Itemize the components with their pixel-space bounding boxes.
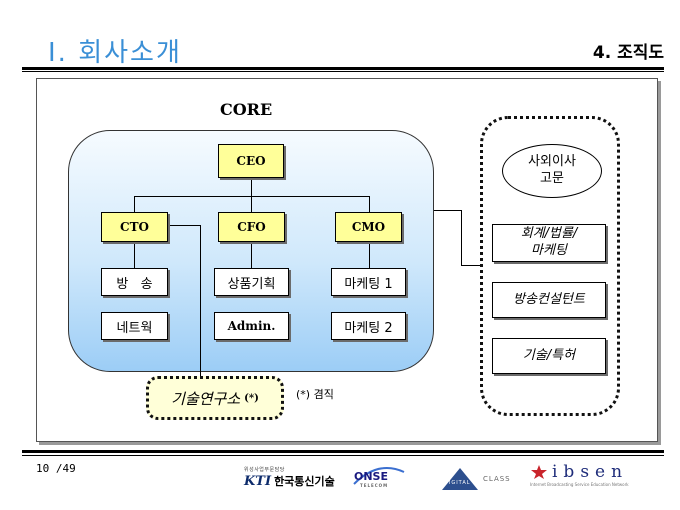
connector-cto-lab-v	[200, 225, 201, 376]
kti-tagline: 위성사업부문담당	[244, 467, 285, 473]
advisor-label: 고문	[540, 171, 564, 186]
cmo-box: CMO	[335, 212, 402, 242]
onse-logo: ONSE TELECOM	[353, 467, 405, 488]
team-product-planning-box: 상품기획	[214, 268, 289, 296]
ibsen-sub: Internet Broadcasting Service Education …	[530, 482, 629, 487]
team-marketing-2-box: 마케팅 2	[331, 312, 406, 340]
footer-rule-thick	[22, 450, 664, 453]
broadcast-consultant-box: 방송컨설턴트	[492, 282, 606, 318]
ibsen-logo-main-row: ibsen	[530, 462, 628, 482]
cfo-box: CFO	[218, 212, 285, 242]
connector-cto-lab-h	[168, 225, 200, 226]
connector-exec-bus	[134, 196, 370, 197]
research-lab-box: 기술연구소 (*)	[146, 376, 284, 420]
kti-logo-main: KTI 한국통신기술	[244, 473, 335, 489]
outside-director-ellipse: 사외이사 고문	[502, 144, 602, 198]
outside-director-label: 사외이사	[528, 154, 576, 170]
tech-patent-box: 기술/특허	[492, 338, 606, 374]
digital-triangle-icon	[442, 468, 478, 490]
connector-core-advisors-h2	[461, 265, 481, 266]
onse-swoosh-icon	[353, 467, 405, 485]
team-marketing-1-box: 마케팅 1	[331, 268, 406, 296]
ibsen-name: ibsen	[552, 462, 629, 482]
marketing-advisor-label: 마케팅	[531, 243, 567, 258]
digital-class-logo: DIGITAL CLASS	[440, 466, 511, 492]
ibsen-logo: ibsen Internet Broadcasting Service Educ…	[530, 462, 629, 487]
section-label: 4. 조직도	[592, 43, 664, 63]
kti-mark: KTI	[244, 473, 272, 489]
advisors-panel	[480, 116, 620, 416]
connector-cfo-teams	[251, 242, 252, 268]
connector-to-cto	[134, 196, 135, 212]
accounting-legal-label: 회계/법률/	[520, 226, 578, 242]
slide-title: Ⅰ. 회사소개	[48, 38, 182, 68]
connector-cmo-teams	[369, 242, 370, 268]
accounting-legal-box: 회계/법률/ 마케팅	[492, 224, 606, 262]
research-lab-label: 기술연구소	[171, 389, 241, 408]
header-rule-thick	[22, 67, 664, 70]
connector-to-cmo	[369, 196, 370, 212]
kti-name: 한국통신기술	[274, 475, 335, 488]
team-broadcast-box: 방 송	[101, 268, 168, 296]
ibsen-star-icon	[531, 465, 547, 479]
connector-core-advisors-h1	[434, 210, 462, 211]
ceo-box: CEO	[218, 144, 284, 178]
page-number: 10 /49	[36, 462, 76, 475]
digital-right-label: CLASS	[483, 475, 511, 483]
onse-sub: TELECOM	[360, 483, 389, 488]
onse-name: ONSE	[354, 470, 388, 483]
connector-core-advisors-v	[461, 210, 462, 266]
cto-box: CTO	[101, 212, 168, 242]
research-lab-mark: (*)	[244, 392, 259, 404]
concurrent-note: (*) 겸직	[296, 388, 334, 401]
connector-ceo-down	[251, 178, 252, 196]
team-network-box: 네트웍	[101, 312, 168, 340]
footer-rule-thin	[22, 455, 664, 456]
core-label: CORE	[220, 100, 273, 119]
connector-to-cfo	[251, 196, 252, 212]
header-rule-thin	[22, 71, 664, 72]
team-admin-box: Admin.	[214, 312, 289, 340]
kti-logo: 위성사업부문담당 KTI 한국통신기술	[244, 466, 335, 489]
digital-left-label: DIGITAL	[444, 480, 471, 486]
connector-cto-teams	[134, 242, 135, 268]
